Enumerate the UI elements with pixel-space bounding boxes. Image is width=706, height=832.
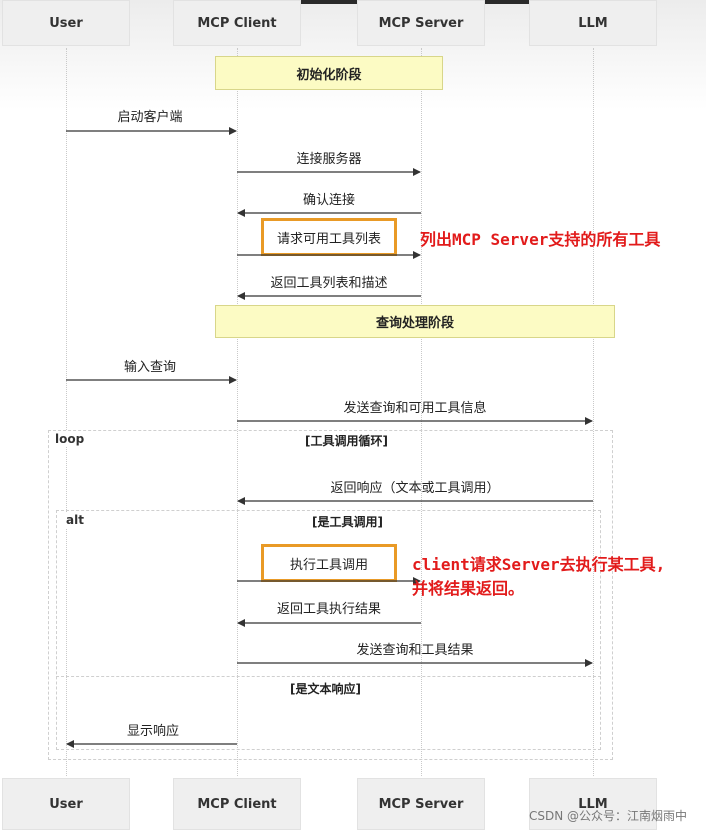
phase-query-note: 查询处理阶段 [215, 305, 615, 338]
msg-return-tools-label: 返回工具列表和描述 [270, 276, 388, 291]
participant-llm-top: LLM [529, 0, 657, 46]
msg-execute-tool-label: 执行工具调用 [289, 557, 368, 573]
participant-client-top: MCP Client [173, 0, 301, 46]
msg-start-client-label: 启动客户端 [117, 110, 183, 125]
annotation-list-tools: 列出MCP Server支持的所有工具 [420, 230, 661, 249]
msg-input-query-label: 输入查询 [123, 360, 176, 375]
alt-else-divider [56, 676, 601, 677]
else-guard: [是文本响应] [290, 682, 361, 696]
alt-guard: [是工具调用] [312, 515, 383, 529]
request-tools-highlight: 请求可用工具列表 [261, 218, 397, 256]
loop-guard: [工具调用循环] [305, 434, 388, 448]
participant-user-bottom: User [2, 778, 130, 830]
msg-send-query-tools-label: 发送查询和可用工具信息 [343, 401, 487, 416]
msg-return-response-label: 返回响应（文本或工具调用） [330, 481, 500, 496]
phase-init-note: 初始化阶段 [215, 56, 443, 90]
annotation-client-exec-line1: client请求Server去执行某工具, [412, 555, 666, 574]
lifeline-user [66, 48, 67, 776]
annotation-client-exec-line2: 并将结果返回。 [412, 579, 525, 598]
msg-return-exec-result-label: 返回工具执行结果 [276, 602, 381, 617]
msg-confirm-connect-label: 确认连接 [302, 193, 355, 208]
loop-frame-label: loop [49, 431, 91, 447]
participant-server-top: MCP Server [357, 0, 485, 46]
msg-show-response-label: 显示响应 [126, 724, 179, 739]
loop-frame [48, 430, 613, 760]
alt-frame-label: alt [60, 512, 90, 528]
participant-server-bottom: MCP Server [357, 778, 485, 830]
msg-connect-server-label: 连接服务器 [296, 152, 362, 167]
msg-send-query-result-label: 发送查询和工具结果 [356, 643, 474, 658]
participant-client-bottom: MCP Client [173, 778, 301, 830]
watermark: CSDN @公众号：江南烟雨中 [529, 809, 688, 823]
alt-frame [56, 510, 601, 750]
msg-request-tools-label: 请求可用工具列表 [276, 231, 381, 247]
lifeline-llm [593, 48, 594, 776]
lifeline-client [237, 48, 238, 776]
participant-user-top: User [2, 0, 130, 46]
participant-llm-bottom: LLM [529, 778, 657, 830]
lifeline-server [421, 48, 422, 776]
